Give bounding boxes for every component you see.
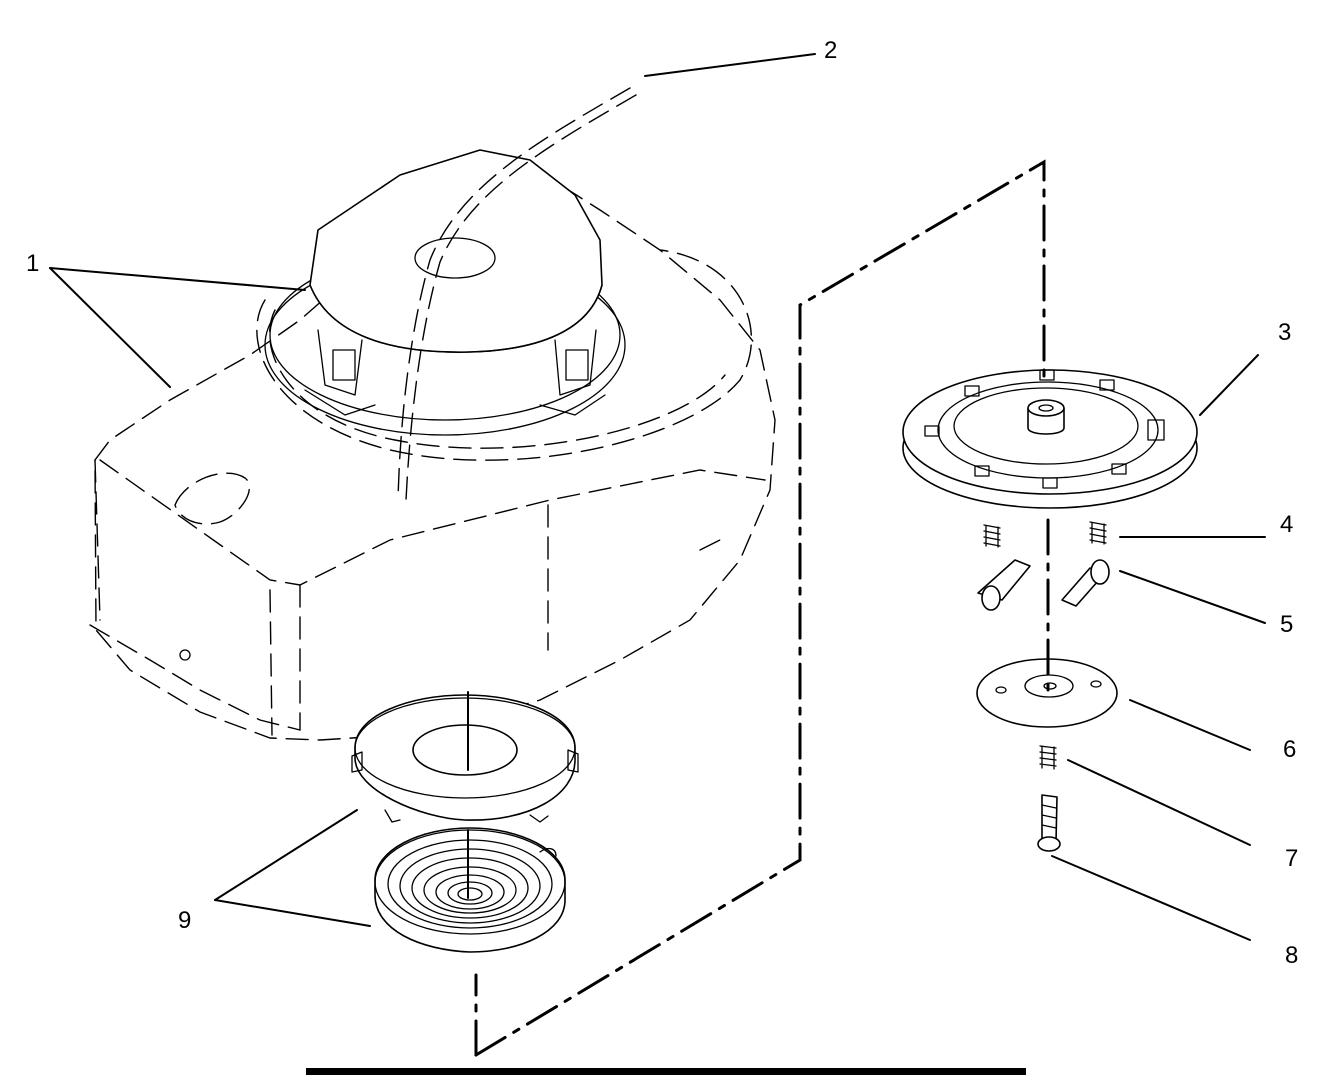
recoil-spring-assembly [351, 694, 579, 953]
callout-4: 4 [1280, 511, 1293, 538]
callout-1: 1 [26, 250, 39, 277]
retainer-spring [1039, 745, 1057, 770]
starter-rope [397, 87, 637, 501]
pulley [902, 369, 1198, 509]
callout-7: 7 [1285, 845, 1298, 872]
callout-8: 8 [1285, 942, 1298, 969]
recoil-cover [264, 149, 626, 436]
retainer-screw [1037, 794, 1061, 852]
cropped-caption-fragment [306, 1068, 1026, 1075]
callout-3: 3 [1278, 319, 1291, 346]
callout-2: 2 [824, 37, 837, 64]
callouts: 1 2 3 4 5 6 7 8 9 [26, 37, 1298, 969]
leader-lines [49, 53, 1266, 941]
pawl-springs [983, 521, 1107, 548]
retainer-plate [976, 658, 1118, 728]
callout-6: 6 [1283, 736, 1296, 763]
assembly-lines [467, 159, 1050, 1057]
callout-9: 9 [178, 907, 191, 934]
callout-5: 5 [1280, 611, 1293, 638]
pawls [977, 559, 1110, 611]
